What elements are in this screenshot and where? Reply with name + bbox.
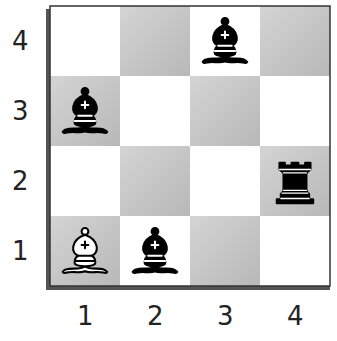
rank-number: 3 [12,98,29,124]
file-number: 4 [287,303,304,329]
black-bishop [133,228,178,273]
file-number: 3 [217,303,234,329]
file-number: 1 [77,303,94,329]
white-bishop [63,228,108,273]
black-bishop [203,18,248,63]
black-bishop [63,88,108,133]
rank-number: 4 [12,28,29,54]
rank-number: 2 [12,168,29,194]
rank-number: 1 [12,238,29,264]
black-rook [277,163,313,204]
file-number: 2 [147,303,164,329]
